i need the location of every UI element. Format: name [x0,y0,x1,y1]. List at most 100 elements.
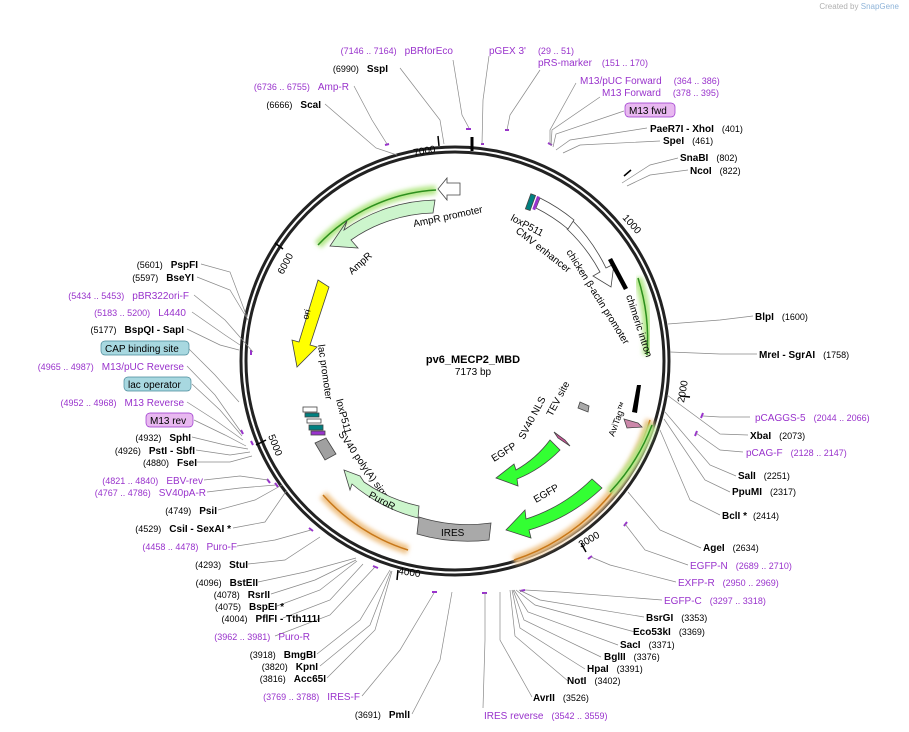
name-separator: - [188,524,197,535]
label-ncoi[interactable]: NcoI(822) [690,166,741,177]
label-sali[interactable]: SalI(2251) [738,471,790,482]
label-bmgbi[interactable]: (3918)BmgBI [250,650,316,661]
label-xbai[interactable]: XbaI(2073) [750,431,805,442]
label-scai[interactable]: (6666)ScaI [266,100,321,111]
label-puro-f[interactable]: (4458 .. 4478)Puro-F [142,542,237,553]
label-m13-forward[interactable]: M13 Forward(378 .. 395) [602,88,719,99]
label-eco53ki[interactable]: Eco53kI(3369) [633,627,705,638]
cut-coord: (4075) [215,602,241,612]
label-sv40pa-r[interactable]: (4767 .. 4786)SV40pA-R [95,488,206,499]
feature-ampr-promoter[interactable] [437,176,461,202]
label-exfpr[interactable]: EXFP-R(2950 .. 2969) [678,578,779,589]
primer-name: pBR322ori-F [132,291,189,302]
label-csii[interactable]: (4529)CsiI - SexAI * [135,524,231,535]
label-psti[interactable]: (4926)PstI - SbfI [115,446,195,457]
label-pmli[interactable]: (3691)PmlI [355,710,410,721]
label-sphi[interactable]: (4932)SphI [135,433,191,444]
label-cap-box[interactable]: CAP binding site [100,340,190,356]
label-pflfi[interactable]: (4004)PflFI - Tth111I [222,614,321,625]
feature-tev[interactable] [577,401,590,413]
label-bspqi[interactable]: (5177)BspQI - SapI [91,325,185,336]
feature-purple-mark[interactable] [310,430,326,436]
label-pgex3[interactable]: pGEX 3'(29 .. 51) [489,46,574,57]
primer-name: M13 Forward [602,88,661,99]
feature-m13-mark[interactable] [306,418,322,424]
label-m13-reverse[interactable]: (4952 .. 4968)M13 Reverse [60,398,184,409]
feature-cba[interactable] [566,219,615,288]
label-pbrforeco[interactable]: (7146 .. 7164)pBRforEco [341,46,454,57]
label-l4440[interactable]: (5183 .. 5200)L4440 [94,308,186,319]
label-bcli[interactable]: BclI *(2414) [722,511,779,522]
primer-coord: (2044 .. 2066) [814,413,870,423]
label-kpni[interactable]: (3820)KpnI [262,662,318,673]
label-pspfi[interactable]: (5601)PspFI [137,260,198,271]
label-amp-r[interactable]: (6736 .. 6755)Amp-R [254,82,349,93]
label-sspi[interactable]: (6990)SspI [333,64,388,75]
label-ires-f[interactable]: (3769 .. 3788)IRES-F [263,692,360,703]
label-bsrgi[interactable]: BsrGI(3353) [646,613,707,624]
label-snabi[interactable]: SnaBI(802) [680,153,737,164]
label-pcagf[interactable]: pCAG-F(2128 .. 2147) [746,448,847,459]
feature-ori[interactable] [291,279,330,368]
label-pbr322ori[interactable]: (5434 .. 5453)pBR322ori-F [68,291,189,302]
primer-coord: (7146 .. 7164) [341,46,397,56]
label-saci[interactable]: SacI(3371) [620,640,675,651]
feature-ampr[interactable] [329,199,436,249]
label-puro-r[interactable]: (3962 .. 3981)Puro-R [214,632,310,643]
primer-coord: (4767 .. 4786) [95,488,151,498]
label-lacop-box[interactable]: lac operator [123,376,192,392]
label-bspei[interactable]: (4075)BspEI * [215,602,284,613]
primer-coord: (3962 .. 3981) [214,632,270,642]
enzyme-name-2: SgrAI [788,350,815,361]
label-agei[interactable]: AgeI(2634) [703,543,759,554]
label-mrei[interactable]: MreI - SgrAI(1758) [759,350,849,361]
label-noti[interactable]: NotI(3402) [567,676,620,687]
label-spei[interactable]: SpeI(461) [663,136,713,147]
label-acc65i[interactable]: (3816)Acc65I [260,674,326,685]
label-hpai[interactable]: HpaI(3391) [587,664,643,675]
label-avrii[interactable]: AvrII(3526) [533,693,589,704]
feature-ires[interactable] [416,516,492,542]
tick-6000: 6000 [276,251,296,276]
label-psii[interactable]: (4749)PsiI [165,506,217,517]
label-egfpn[interactable]: EGFP-N(2689 .. 2710) [690,561,792,572]
label-m13puc-rev[interactable]: (4965 .. 4987)M13/pUC Reverse [38,362,185,373]
enzyme-name-2: Tth111I [286,614,320,625]
label-blpi[interactable]: BlpI(1600) [755,312,808,323]
feature-loxp511-b[interactable] [308,424,324,431]
feature-avitag[interactable] [623,418,643,429]
label-pcaggs5[interactable]: pCAGGS-5(2044 .. 2066) [755,413,870,424]
cut-coord: (5601) [137,260,163,270]
primer-marks [240,128,704,594]
label-egfpc[interactable]: EGFP-C(3297 .. 3318) [664,596,766,607]
label-m13puc-fwd[interactable]: M13/pUC Forward(364 .. 386) [580,76,720,87]
feature-egfp2[interactable] [505,478,603,539]
feature-egfp1[interactable] [495,439,561,487]
label-m13rev-box[interactable]: M13 rev [145,412,194,428]
feature-sv40pa[interactable] [314,437,337,461]
label-ppumi[interactable]: PpuMI(2317) [732,487,796,498]
label-ebv-rev[interactable]: (4821 .. 4840)EBV-rev [102,476,203,487]
enzyme-name: SnaBI [680,153,709,164]
feature-sv40nls[interactable] [553,431,571,447]
label-prs-marker[interactable]: pRS-marker(151 .. 170) [538,58,648,69]
primer-coord: (2950 .. 2969) [723,578,779,588]
feature-cmv[interactable] [535,197,575,230]
label-stui[interactable]: (4293)StuI [195,560,248,571]
cut-coord: (1758) [823,350,849,360]
feature-loxp511-a[interactable] [524,193,537,212]
label-fsei[interactable]: (4880)FseI [143,458,197,469]
label-bseyi[interactable]: (5597)BseYI [132,273,194,284]
feature-puror[interactable] [343,469,420,519]
label-paer7i[interactable]: PaeR7I - XhoI(401) [650,124,743,135]
feature-lac-operator-mark[interactable] [302,406,318,413]
label-rsrii[interactable]: (4078)RsrII [214,590,270,601]
cut-coord: (6990) [333,64,359,74]
label-bglii[interactable]: BglII(3376) [604,652,660,663]
tick-4000: 4000 [398,566,422,580]
feature-cap-mark[interactable] [304,412,320,418]
label-ires-reverse[interactable]: IRES reverse(3542 .. 3559) [484,711,608,722]
label-bsteii[interactable]: (4096)BstEII [196,578,259,589]
tick-1000: 1000 [620,213,643,237]
label-m13fwd-box[interactable]: M13 fwd [624,102,676,118]
